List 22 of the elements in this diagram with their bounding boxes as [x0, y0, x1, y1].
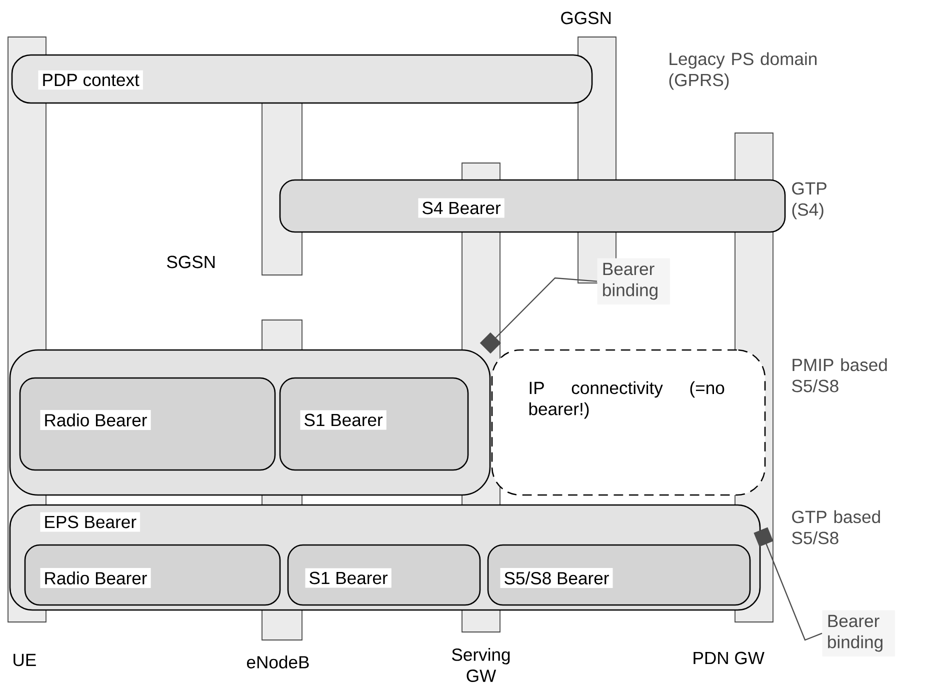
side-label: GTP based S5/S8: [792, 510, 880, 544]
side-label: Legacy PS domain (GPRS): [669, 52, 817, 90]
node-label: GGSN: [561, 12, 611, 24]
node-label: eNodeB: [247, 656, 309, 668]
rounded-box: S1 Bearer: [279, 377, 469, 471]
callout-text: Bearer binding: [597, 258, 670, 304]
side-label: GTP (S4): [792, 182, 826, 220]
node-label: UE: [14, 654, 36, 666]
rounded-box: PDP context: [11, 54, 593, 104]
rounded-box: Radio Bearer: [24, 544, 281, 606]
node-label: SGSN: [167, 256, 215, 268]
callout-text: Bearer binding: [822, 610, 895, 656]
leader-line: [480, 277, 598, 354]
dashed-box: IP connectivity (=no bearer!): [491, 349, 766, 496]
rounded-box: S1 Bearer: [287, 544, 481, 606]
leader-line: [754, 527, 822, 641]
rounded-box: S5/S8 Bearer: [487, 544, 751, 606]
side-label: PMIP based S5/S8: [792, 358, 887, 392]
node-label: PDN GW: [694, 652, 764, 664]
node-label: Serving GW: [452, 648, 510, 682]
rounded-box: S4 Bearer: [279, 179, 786, 233]
rounded-box: Radio Bearer: [19, 377, 276, 471]
